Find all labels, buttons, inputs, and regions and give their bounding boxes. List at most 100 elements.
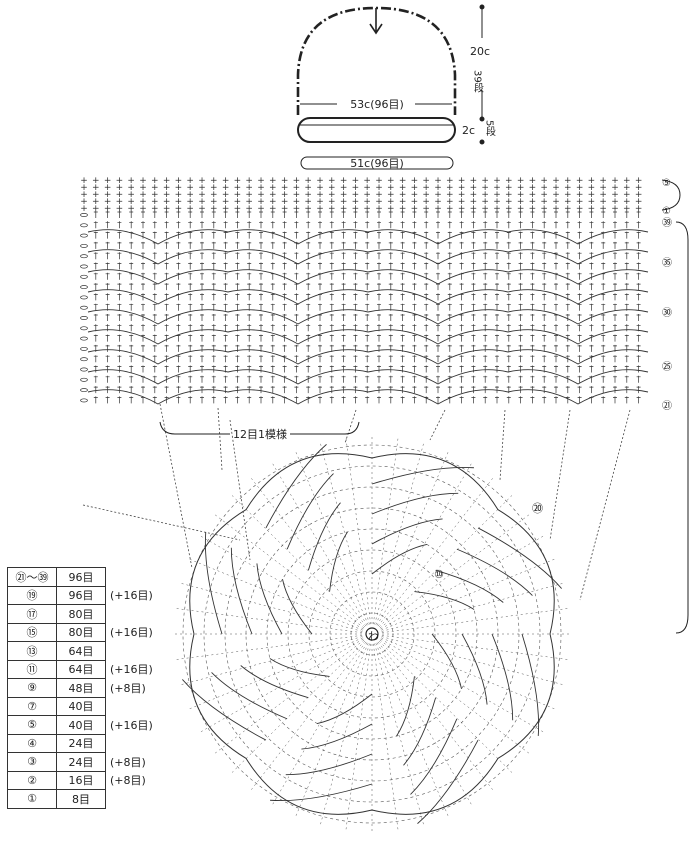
chart-mark [377, 641, 494, 792]
chart-mark [117, 252, 122, 260]
chart-mark [371, 518, 443, 545]
chart-mark [329, 283, 334, 291]
chart-mark: + [540, 204, 548, 214]
chart-mark [424, 283, 429, 291]
chart-mark [436, 231, 440, 239]
chart-mark [518, 344, 523, 352]
chart-mark [495, 365, 499, 373]
chart-mark [601, 262, 606, 270]
chart-mark [400, 355, 405, 363]
chart-mark: + [281, 197, 289, 207]
guide-line [499, 409, 506, 481]
chart-mark [554, 303, 558, 311]
chart-mark [117, 334, 122, 342]
chart-mark [589, 355, 594, 363]
chart-mark [388, 293, 393, 301]
chart-mark [282, 324, 287, 332]
chart-mark [371, 466, 474, 485]
chart-mark [495, 231, 499, 239]
guide-line [549, 409, 571, 541]
chart-mark: + [293, 176, 301, 186]
chart-mark [353, 334, 358, 342]
chart-mark [117, 396, 122, 404]
chart-mark: + [163, 176, 171, 186]
chart-mark [211, 396, 216, 404]
chart-mark [80, 213, 88, 217]
chart-mark [87, 229, 229, 245]
chart-mark [624, 334, 629, 342]
chart-mark [223, 272, 228, 280]
chart-mark [129, 324, 134, 332]
row-label: ② [7, 770, 57, 790]
chart-mark [93, 231, 98, 239]
chart-mark [377, 283, 381, 291]
chart-mark [105, 396, 110, 404]
chart-mark [507, 329, 649, 345]
chart-mark [87, 369, 229, 385]
crown-center-mark: わ [368, 630, 379, 643]
chart-mark [80, 295, 88, 300]
row-label: ⑪ [7, 659, 57, 679]
chart-mark [282, 221, 287, 229]
chart-mark [80, 346, 88, 351]
chart-mark: + [540, 197, 548, 207]
chart-mark [495, 283, 499, 291]
chart-mark [436, 293, 440, 301]
chart-mark: + [458, 183, 466, 193]
chart-mark [353, 365, 358, 373]
chart-mark [117, 386, 122, 394]
chart-mark [412, 262, 417, 270]
chart-mark [577, 314, 582, 321]
chart-mark: + [505, 183, 513, 193]
chart-mark [506, 211, 511, 218]
chart-mark: + [611, 204, 619, 214]
chart-mark [400, 272, 405, 280]
chart-mark [117, 293, 122, 301]
chart-mark [565, 303, 570, 311]
bottom-width-label: 51c(96目) [350, 157, 404, 170]
chart-mark [80, 305, 88, 310]
chart-mark [636, 293, 641, 301]
chart-mark [530, 344, 535, 352]
chart-mark [495, 262, 499, 270]
chart-mark [152, 344, 157, 352]
guide-line [217, 407, 223, 471]
chart-mark [506, 293, 511, 301]
chart-mark [483, 272, 488, 280]
chart-mark [400, 231, 405, 239]
chart-mark [329, 396, 334, 404]
chart-mark [176, 303, 181, 311]
chart-mark [459, 375, 464, 383]
chart-mark: + [127, 204, 135, 214]
chart-mark [235, 386, 240, 394]
chart-mark [601, 386, 606, 394]
chart-mark [483, 314, 488, 321]
chart-mark [424, 221, 429, 229]
chart-mark [554, 344, 558, 352]
chart-mark [211, 375, 216, 383]
chart-mark [530, 231, 535, 239]
row-note: (+16目) [110, 718, 153, 732]
chart-mark [471, 314, 476, 321]
chart-mark [178, 636, 363, 686]
chart-mark [164, 283, 169, 291]
chart-mark [294, 272, 299, 280]
chart-mark [306, 241, 311, 249]
chart-mark [400, 283, 405, 291]
chart-mark [388, 375, 393, 383]
chart-mark [200, 221, 204, 229]
chart-mark [530, 334, 535, 342]
chart-mark [93, 375, 98, 383]
chart-mark [530, 314, 535, 321]
chart-mark [270, 211, 275, 218]
chart-mark [345, 437, 371, 625]
chart-mark: + [104, 197, 112, 207]
chart-mark [613, 365, 617, 373]
chart-mark: + [163, 183, 171, 193]
chart-mark [282, 386, 287, 394]
chart-mark [377, 334, 381, 342]
chart-mark: + [505, 190, 513, 200]
chart-mark: + [611, 190, 619, 200]
